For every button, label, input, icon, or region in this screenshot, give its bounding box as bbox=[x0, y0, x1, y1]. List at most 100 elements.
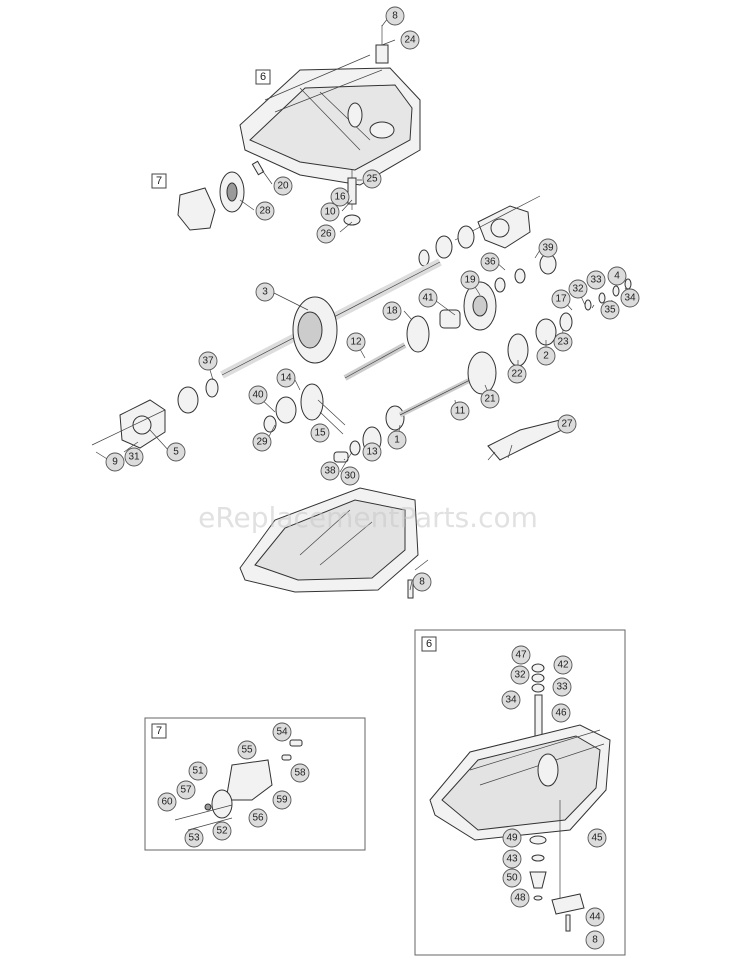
gear-cluster-right bbox=[507, 278, 632, 367]
callout-label: 60 bbox=[161, 797, 173, 808]
callout-label: 28 bbox=[259, 206, 271, 217]
callout-label: 17 bbox=[555, 294, 567, 305]
callout-label: 47 bbox=[515, 650, 527, 661]
callout-main-21: 21 bbox=[480, 389, 500, 409]
callout-label: 49 bbox=[506, 833, 518, 844]
callout-inset-6-49: 49 bbox=[502, 828, 522, 848]
callout-main-25: 25 bbox=[362, 169, 382, 189]
callout-label: 42 bbox=[557, 660, 569, 671]
callout-main-36: 36 bbox=[480, 252, 500, 272]
callout-label: 36 bbox=[484, 257, 496, 268]
callout-label: 2 bbox=[543, 351, 549, 362]
callout-label: 33 bbox=[556, 682, 568, 693]
callout-main-13: 13 bbox=[362, 442, 382, 462]
callout-inset-6-43: 43 bbox=[502, 849, 522, 869]
callout-label: 32 bbox=[572, 284, 584, 295]
main-axle bbox=[220, 258, 442, 379]
callout-main-32: 32 bbox=[568, 279, 588, 299]
callout-main-1: 1 bbox=[387, 430, 407, 450]
callout-inset-6-48: 48 bbox=[510, 888, 530, 908]
callout-label: 50 bbox=[506, 873, 518, 884]
callout-label: 22 bbox=[511, 369, 523, 380]
callout-main-31: 31 bbox=[124, 447, 144, 467]
callout-label: 30 bbox=[344, 471, 356, 482]
callout-main-11: 11 bbox=[450, 401, 470, 421]
callout-label: 1 bbox=[394, 435, 400, 446]
bearings-left bbox=[177, 378, 297, 433]
callout-main-38: 38 bbox=[320, 461, 340, 481]
callout-label: 51 bbox=[192, 766, 204, 777]
callout-inset-6-46: 46 bbox=[551, 703, 571, 723]
callout-label: 58 bbox=[294, 768, 306, 779]
box-tag-shift: 7 bbox=[151, 173, 167, 189]
callout-label: 16 bbox=[334, 192, 346, 203]
callout-inset-7-56: 56 bbox=[248, 808, 268, 828]
callout-inset-7-59: 59 bbox=[272, 790, 292, 810]
callout-label: 3 bbox=[262, 287, 268, 298]
svg-text:6: 6 bbox=[426, 638, 432, 650]
callout-label: 23 bbox=[557, 337, 569, 348]
callout-label: 40 bbox=[252, 390, 264, 401]
callout-inset-7-52: 52 bbox=[212, 821, 232, 841]
upper-housing bbox=[239, 25, 421, 186]
callout-label: 5 bbox=[173, 447, 179, 458]
callout-label: 44 bbox=[589, 912, 601, 923]
callout-main-41: 41 bbox=[418, 288, 438, 308]
vertical-shaft bbox=[343, 170, 361, 226]
shaft-12 bbox=[343, 315, 430, 381]
callout-main-30: 30 bbox=[340, 466, 360, 486]
callout-main-18: 18 bbox=[382, 301, 402, 321]
callout-label: 8 bbox=[592, 935, 598, 946]
callout-label: 52 bbox=[216, 826, 228, 837]
callout-main-24: 24 bbox=[400, 30, 420, 50]
callout-label: 38 bbox=[324, 466, 336, 477]
callout-label: 21 bbox=[484, 394, 496, 405]
callout-label: 33 bbox=[590, 275, 602, 286]
callout-main-29: 29 bbox=[252, 432, 272, 452]
callout-main-27: 27 bbox=[557, 414, 577, 434]
callout-main-23: 23 bbox=[553, 332, 573, 352]
callout-label: 15 bbox=[314, 428, 326, 439]
callout-label: 37 bbox=[202, 356, 214, 367]
callout-inset-7-53: 53 bbox=[184, 828, 204, 848]
callout-label: 35 bbox=[604, 305, 616, 316]
callout-main-15: 15 bbox=[310, 423, 330, 443]
callout-label: 8 bbox=[419, 577, 425, 588]
callouts-main: 8242028162510263936194118312371440291531… bbox=[105, 6, 640, 592]
axle-hub-left bbox=[91, 399, 166, 449]
callout-main-3: 3 bbox=[255, 282, 275, 302]
callout-label: 43 bbox=[506, 854, 518, 865]
callout-label: 8 bbox=[392, 11, 398, 22]
shaft-11 bbox=[398, 351, 497, 418]
callout-label: 27 bbox=[561, 419, 573, 430]
svg-text:7: 7 bbox=[156, 725, 162, 737]
callout-label: 45 bbox=[591, 833, 603, 844]
callout-label: 34 bbox=[505, 695, 517, 706]
callout-label: 31 bbox=[128, 452, 140, 463]
axle-hub-right bbox=[418, 195, 541, 267]
callout-main-28: 28 bbox=[255, 201, 275, 221]
callout-label: 11 bbox=[455, 406, 466, 417]
gear-19 bbox=[439, 281, 497, 331]
callout-label: 53 bbox=[188, 833, 200, 844]
right-washers bbox=[494, 253, 557, 293]
svg-text:6: 6 bbox=[260, 71, 266, 83]
callout-label: 18 bbox=[386, 306, 398, 317]
lower-housing bbox=[239, 487, 419, 599]
callout-main-34: 34 bbox=[620, 288, 640, 308]
callout-label: 26 bbox=[320, 229, 332, 240]
box-tag-housing: 6 bbox=[255, 69, 271, 85]
callout-label: 14 bbox=[280, 373, 292, 384]
callout-inset-7-58: 58 bbox=[290, 763, 310, 783]
inset-frame-6 bbox=[414, 629, 626, 956]
callout-label: 25 bbox=[366, 174, 378, 185]
callout-main-8: 8 bbox=[385, 6, 405, 26]
callout-inset-6-50: 50 bbox=[502, 868, 522, 888]
callout-label: 48 bbox=[514, 893, 526, 904]
callout-main-40: 40 bbox=[248, 385, 268, 405]
inset-7-parts bbox=[174, 739, 303, 831]
callout-main-33: 33 bbox=[586, 270, 606, 290]
callout-label: 57 bbox=[180, 785, 192, 796]
callout-label: 39 bbox=[542, 243, 554, 254]
shift-assembly bbox=[177, 160, 265, 231]
